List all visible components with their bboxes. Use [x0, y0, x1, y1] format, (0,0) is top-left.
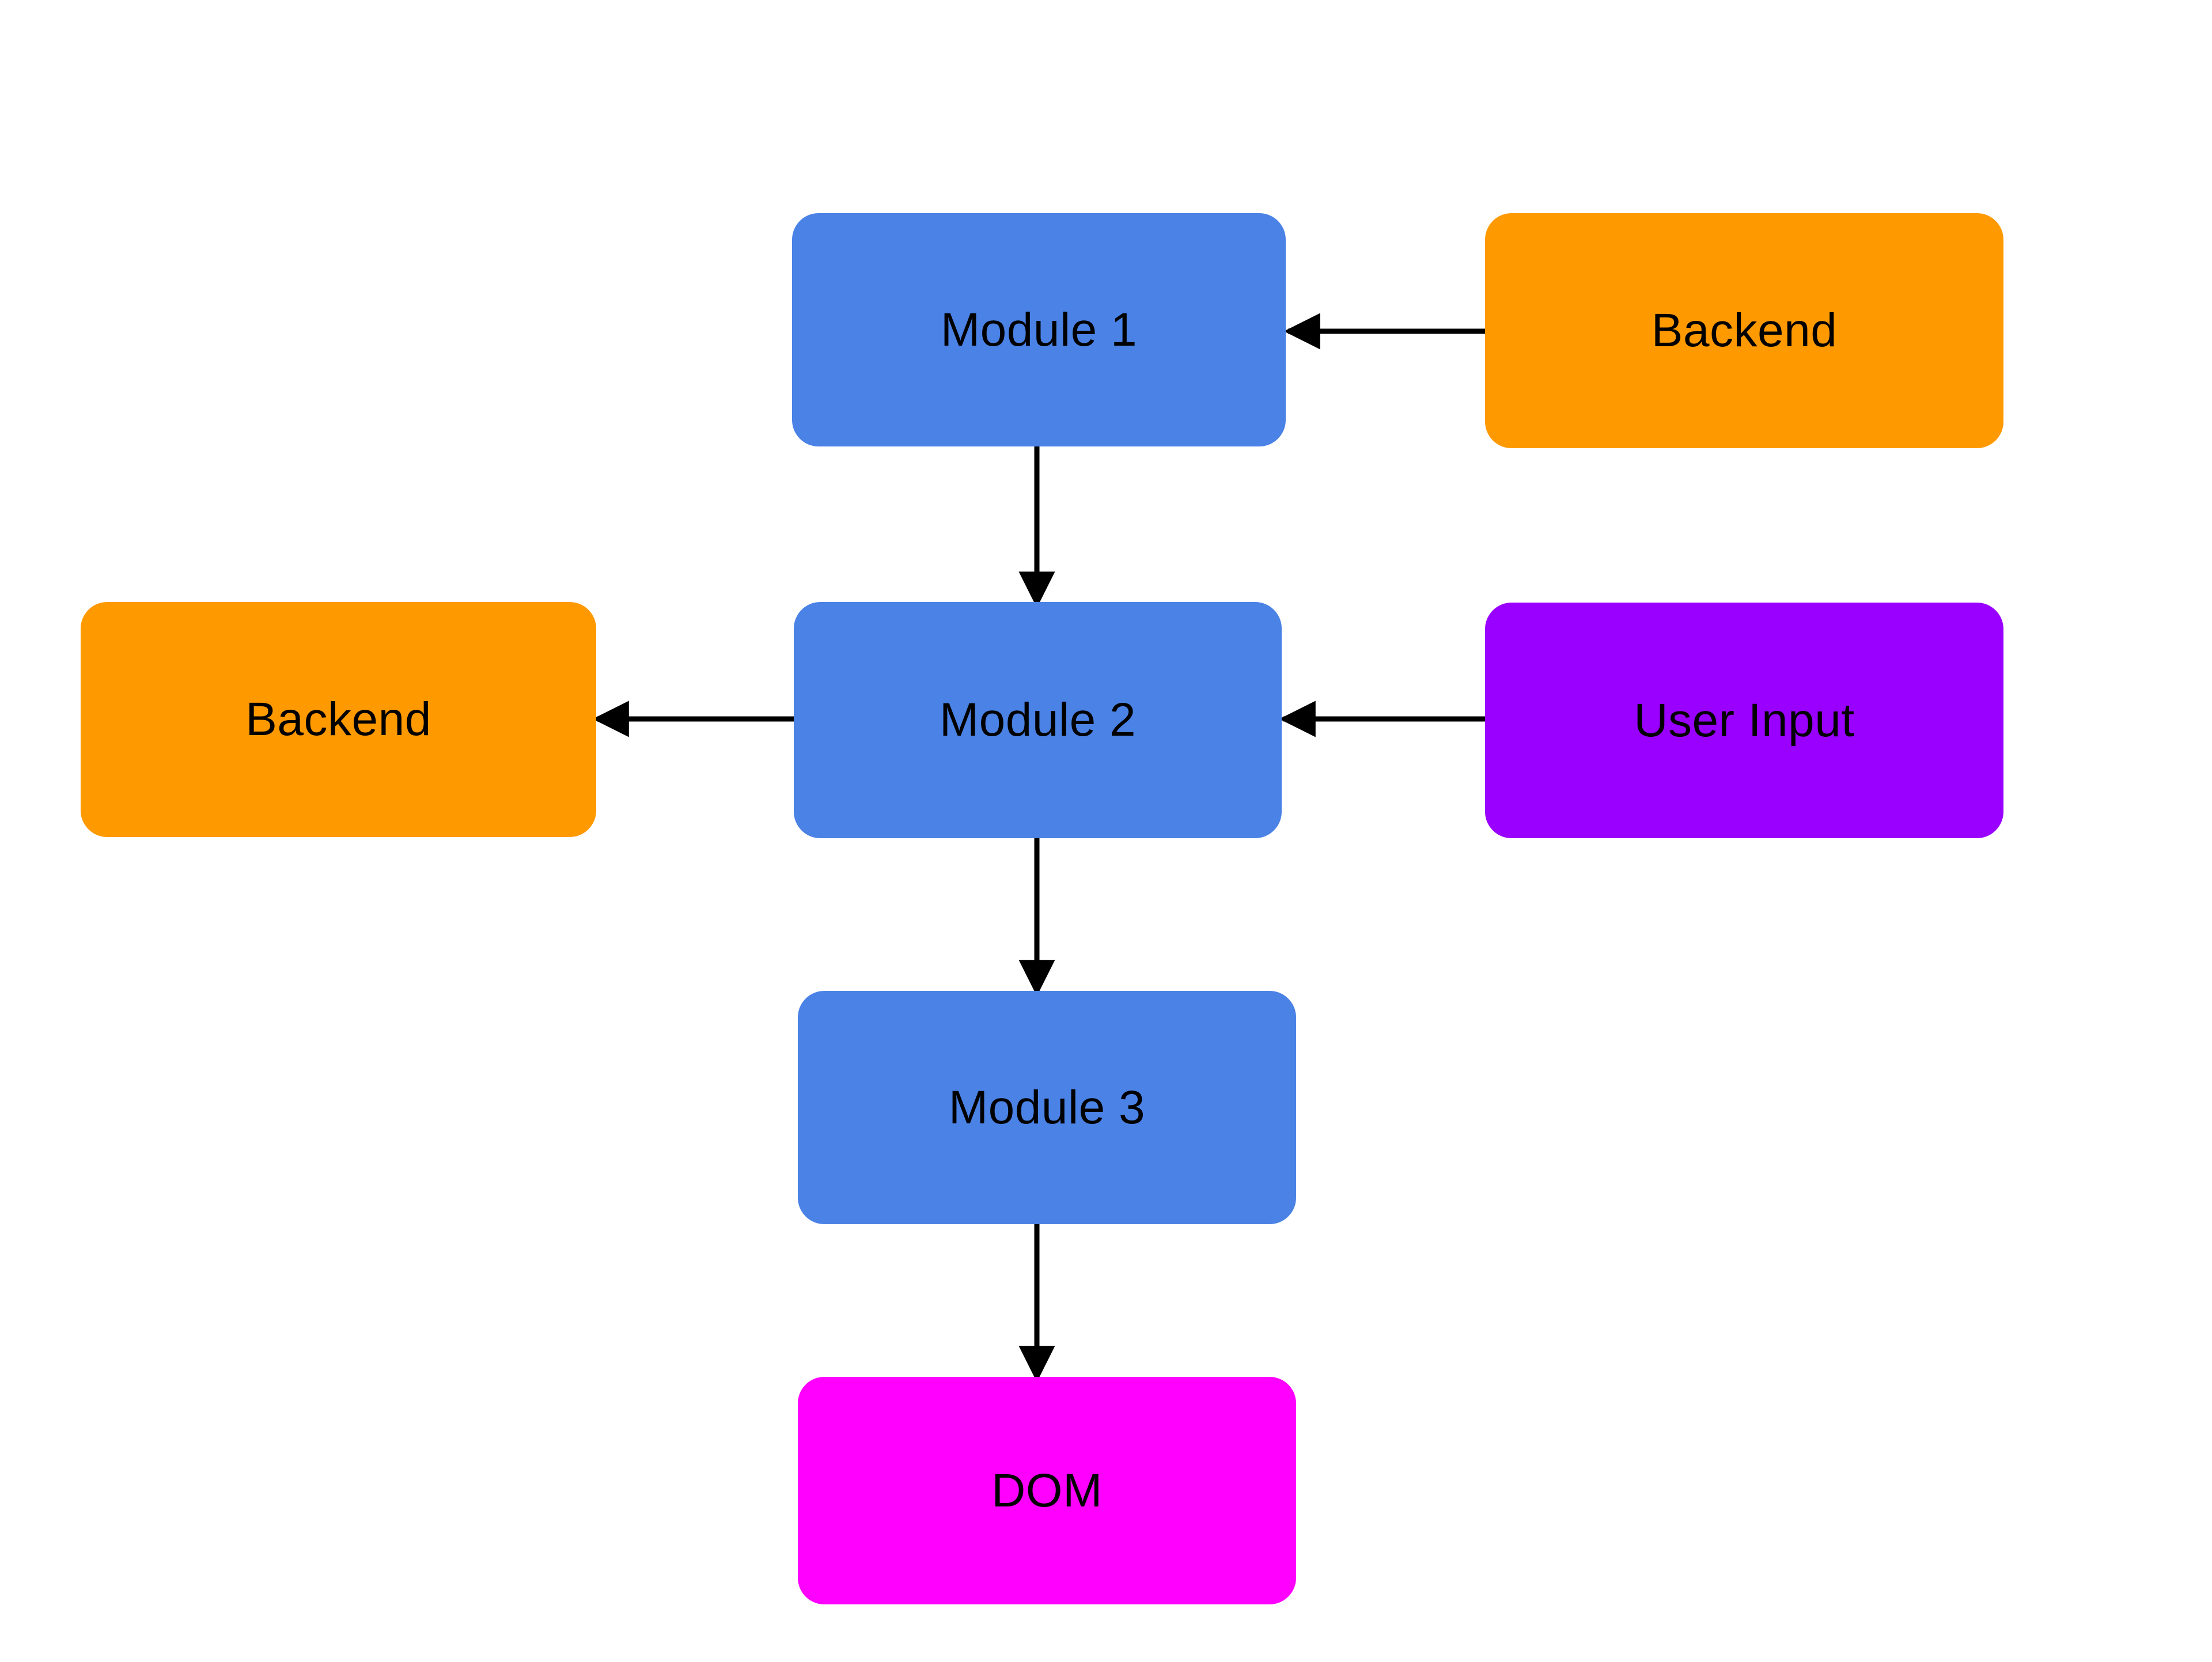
node-label-backend-top: Backend: [1651, 304, 1838, 357]
node-backend-top[interactable]: Backend: [1485, 213, 2003, 448]
node-backend-left[interactable]: Backend: [81, 602, 596, 837]
node-module-3[interactable]: Module 3: [798, 991, 1296, 1224]
node-label-module-3: Module 3: [948, 1081, 1146, 1134]
node-label-module-1: Module 1: [940, 303, 1138, 356]
node-user-input[interactable]: User Input: [1485, 603, 2003, 838]
node-module-1[interactable]: Module 1: [792, 213, 1286, 446]
node-label-dom: DOM: [991, 1464, 1103, 1517]
node-label-user-input: User Input: [1634, 694, 1855, 747]
node-label-module-2: Module 2: [939, 694, 1137, 746]
node-label-backend-left: Backend: [245, 693, 431, 745]
node-dom[interactable]: DOM: [798, 1377, 1296, 1604]
node-module-2[interactable]: Module 2: [794, 602, 1282, 838]
